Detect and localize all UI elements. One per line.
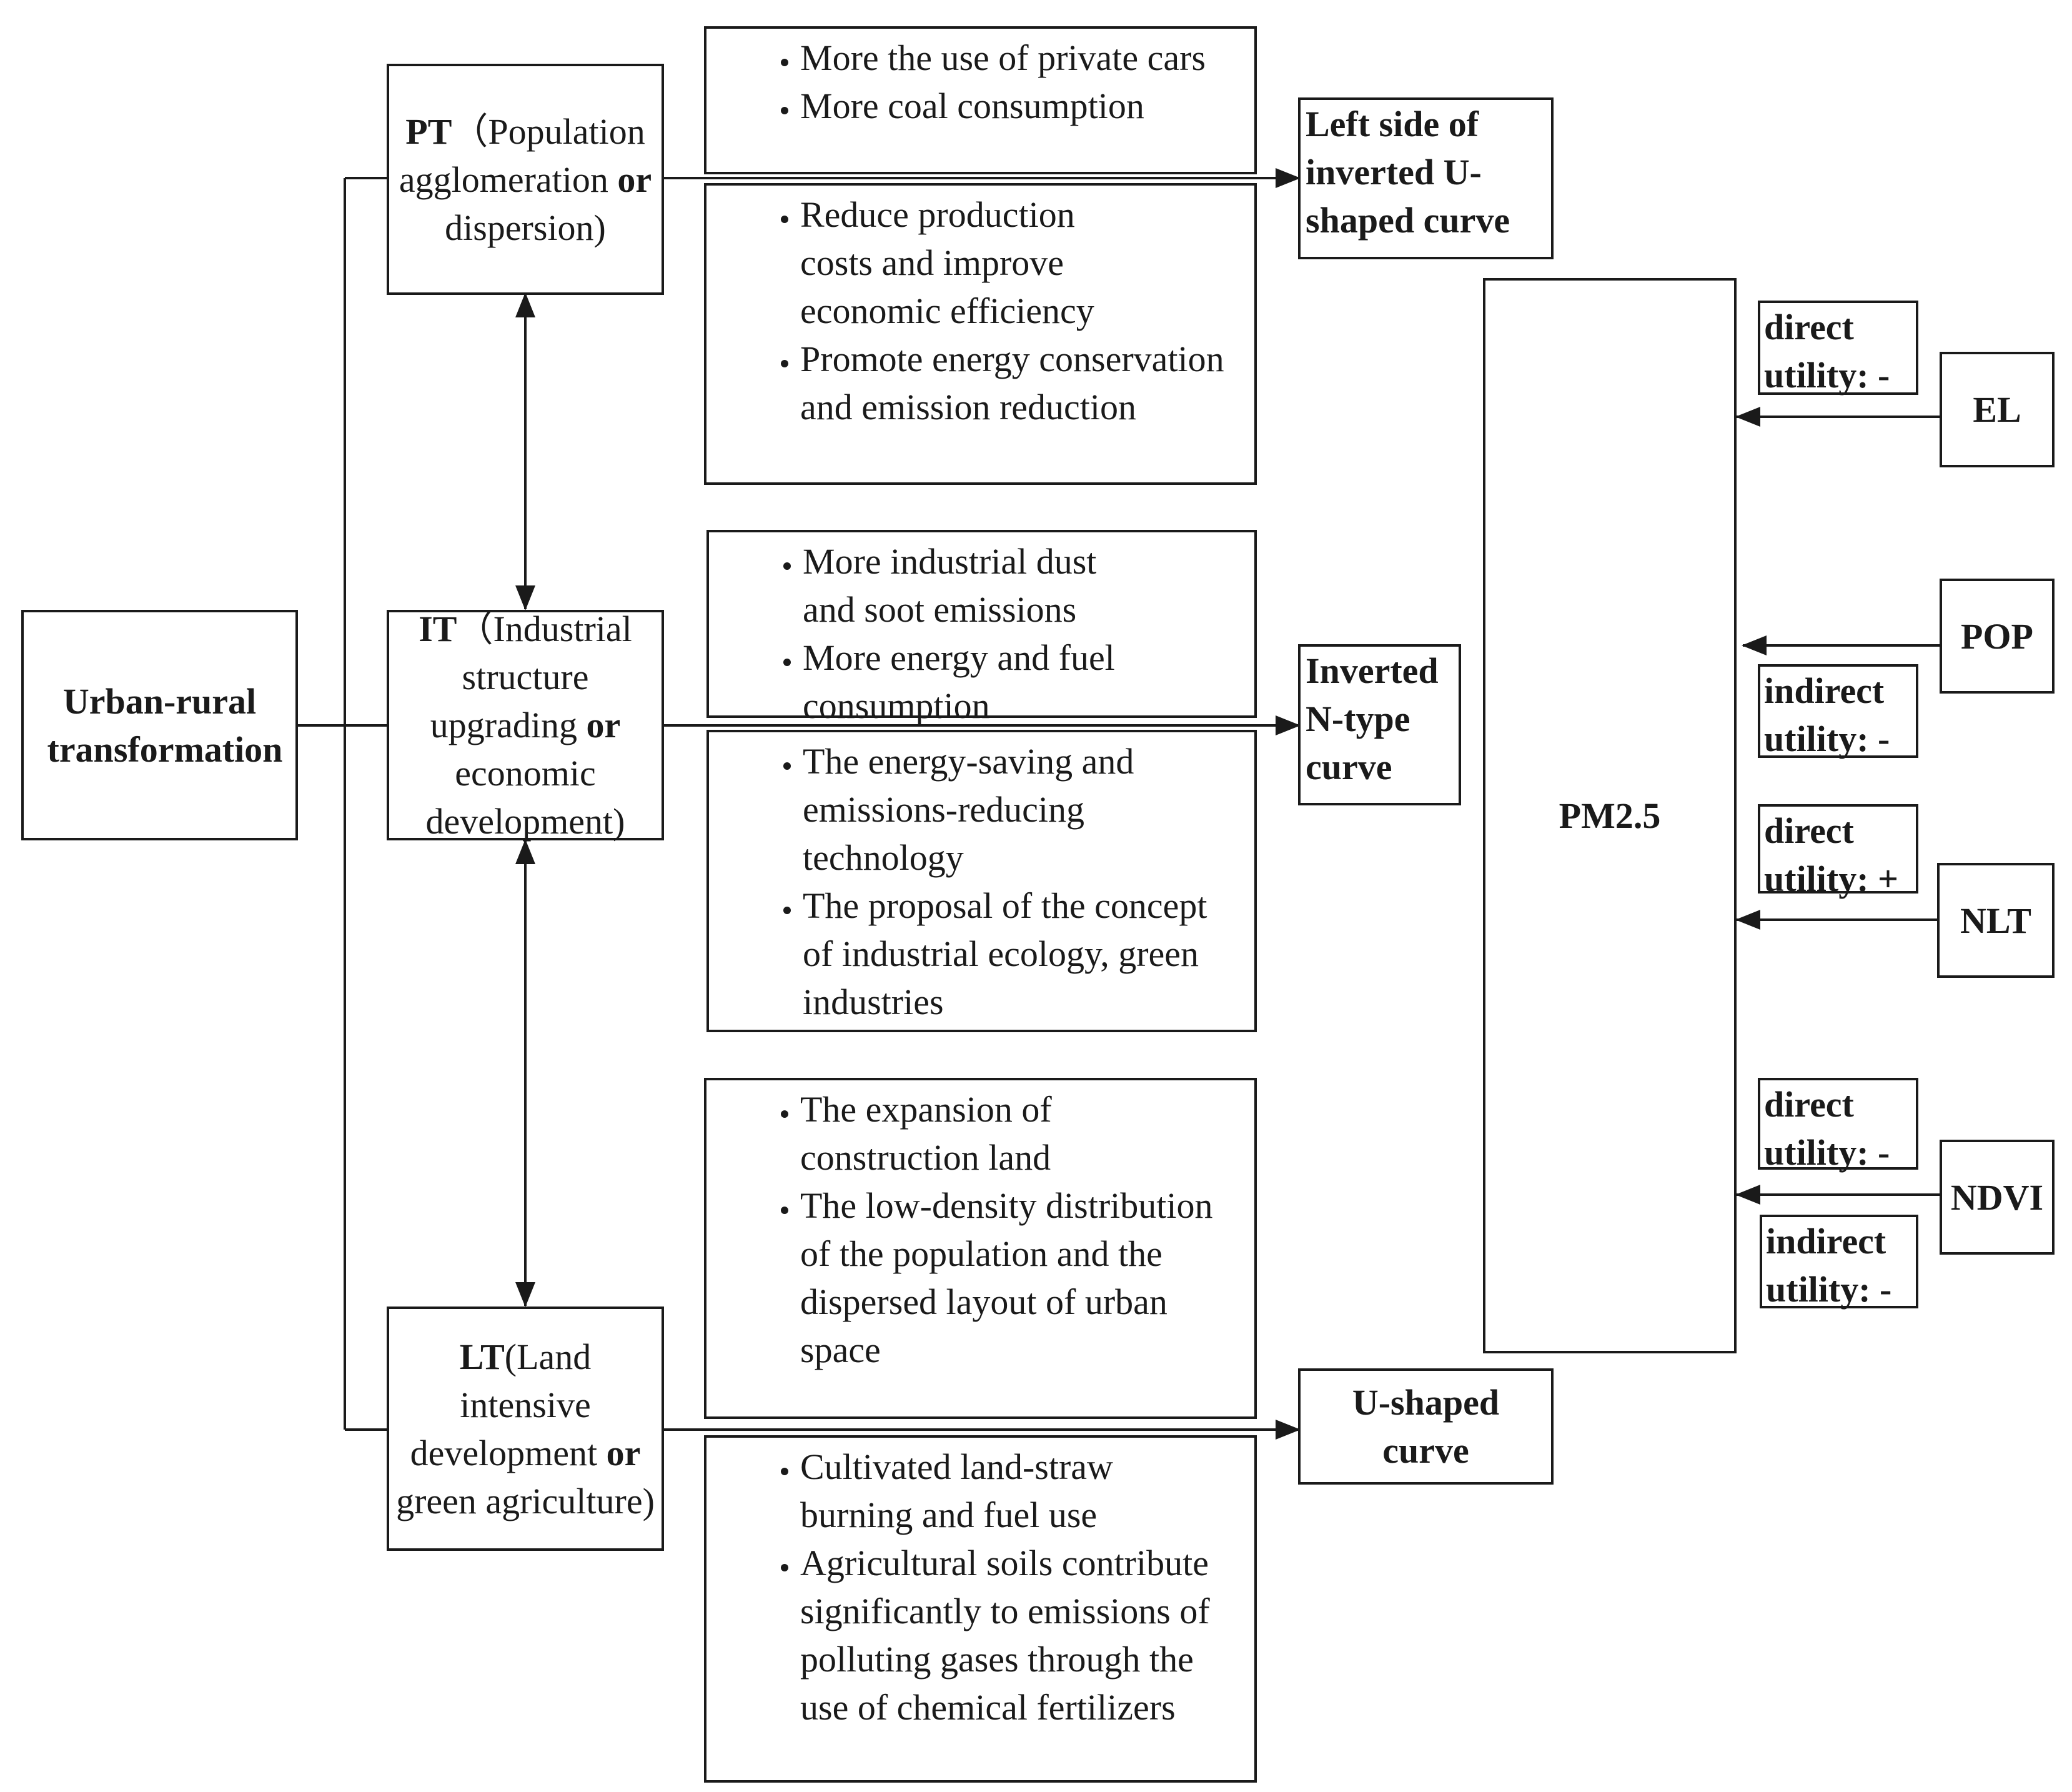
pt-up-list: More the use of private cars More coal c… <box>706 34 1251 130</box>
it-up-box: More industrial dust and soot emissions … <box>706 530 1257 726</box>
pt-pre: （Population agglomeration <box>399 111 645 200</box>
it-down-list: The energy-saving and emissions-reducing… <box>709 737 1251 1026</box>
utility-ndvi-direct-line1: direct <box>1764 1084 1854 1125</box>
factor-el-box: EL <box>1940 352 2055 467</box>
lt-post: green agriculture) <box>396 1480 655 1521</box>
lt-down-list: Cultivated land-straw burning and fuel u… <box>706 1443 1251 1731</box>
pt-node-text: PT（Population agglomeration or dispersio… <box>388 107 663 252</box>
curve-pt-label: Left side of inverted U-shaped curve <box>1306 104 1510 241</box>
it-or: or <box>586 705 621 745</box>
lt-up-list: The expansion of construction land The l… <box>706 1085 1251 1374</box>
pt-up-box: More the use of private cars More coal c… <box>704 26 1257 174</box>
utility-pop-indirect-line2: utility: - <box>1764 719 1890 759</box>
factor-ndvi-box: NDVI <box>1940 1140 2055 1255</box>
curve-lt-label: U-shaped curve <box>1352 1382 1500 1471</box>
root-label: Urban-rural transformation <box>47 680 283 770</box>
factor-el-label: EL <box>1973 389 2021 430</box>
utility-pop-indirect: indirect utility: - <box>1758 664 1918 759</box>
factor-pop-label: POP <box>1961 615 2033 657</box>
utility-ndvi-indirect: indirect utility: - <box>1760 1215 1918 1310</box>
lt-node-text: LT(Land intensive development or green a… <box>394 1333 657 1525</box>
utility-ndvi-direct: direct utility: - <box>1758 1078 1918 1173</box>
list-item: Promote energy conservation and emission… <box>800 335 1251 431</box>
it-down-box: The energy-saving and emissions-reducing… <box>706 730 1257 1032</box>
curve-lt-box: U-shaped curve <box>1298 1368 1554 1485</box>
lt-abbr: LT <box>459 1336 505 1377</box>
list-item: The expansion of construction land <box>800 1085 1125 1182</box>
it-node: IT（Industrial structure upgrading or eco… <box>387 609 664 842</box>
list-item: More coal consumption <box>800 82 1251 130</box>
pm25-label: PM2.5 <box>1559 795 1661 836</box>
factor-nlt-label: NLT <box>1960 900 2031 941</box>
utility-el-direct: direct utility: - <box>1758 301 1918 396</box>
list-item: The low-density distribution of the popu… <box>800 1182 1251 1374</box>
pt-down-list: Reduce production costs and improve econ… <box>706 191 1251 431</box>
root-node: Urban-rural transformation <box>21 610 298 840</box>
utility-pop-indirect-line1: indirect <box>1764 670 1885 711</box>
pm25-box: PM2.5 <box>1483 278 1737 1353</box>
utility-ndvi-direct-line2: utility: - <box>1764 1132 1890 1173</box>
lt-or: or <box>606 1432 641 1473</box>
pt-or: or <box>617 159 652 200</box>
utility-el-direct-line2: utility: - <box>1764 355 1890 396</box>
list-item: Cultivated land-straw burning and fuel u… <box>800 1443 1150 1539</box>
list-item: The energy-saving and emissions-reducing… <box>803 737 1202 882</box>
factor-ndvi-label: NDVI <box>1950 1177 2044 1218</box>
curve-it-label: Inverted N-type curve <box>1306 650 1439 787</box>
utility-ndvi-indirect-line2: utility: - <box>1766 1269 1892 1310</box>
list-item: More energy and fuel consumption <box>803 634 1177 730</box>
pt-post: dispersion) <box>445 207 606 248</box>
pt-node: PT（Population agglomeration or dispersio… <box>387 64 664 295</box>
utility-nlt-direct-line1: direct <box>1764 810 1854 851</box>
list-item: More the use of private cars <box>800 34 1251 82</box>
lt-down-box: Cultivated land-straw burning and fuel u… <box>704 1435 1257 1783</box>
list-item: More industrial dust and soot emissions <box>803 537 1140 634</box>
utility-nlt-direct: direct utility: + <box>1758 804 1918 899</box>
list-item: Agricultural soils contribute significan… <box>800 1539 1251 1731</box>
it-up-list: More industrial dust and soot emissions … <box>709 537 1251 730</box>
factor-nlt-box: NLT <box>1937 863 2055 978</box>
it-post: economic development) <box>425 753 625 842</box>
lt-node: LT(Land intensive development or green a… <box>387 1307 664 1551</box>
list-item: Reduce production costs and improve econ… <box>800 191 1125 335</box>
pt-abbr: PT <box>405 111 452 152</box>
curve-it-box: Inverted N-type curve <box>1298 644 1461 805</box>
factor-pop-box: POP <box>1940 579 2055 694</box>
curve-pt-box: Left side of inverted U-shaped curve <box>1298 97 1554 259</box>
lt-pre: (Land intensive development <box>410 1336 607 1473</box>
utility-el-direct-line1: direct <box>1764 307 1854 347</box>
pt-down-box: Reduce production costs and improve econ… <box>704 183 1257 485</box>
it-pre: （Industrial structure upgrading <box>430 609 632 745</box>
utility-nlt-direct-line2: utility: + <box>1764 859 1899 899</box>
it-node-text: IT（Industrial structure upgrading or eco… <box>394 605 657 845</box>
list-item: The proposal of the concept of industria… <box>803 882 1227 1026</box>
it-abbr: IT <box>419 609 457 649</box>
lt-up-box: The expansion of construction land The l… <box>704 1078 1257 1419</box>
utility-ndvi-indirect-line1: indirect <box>1766 1221 1886 1262</box>
